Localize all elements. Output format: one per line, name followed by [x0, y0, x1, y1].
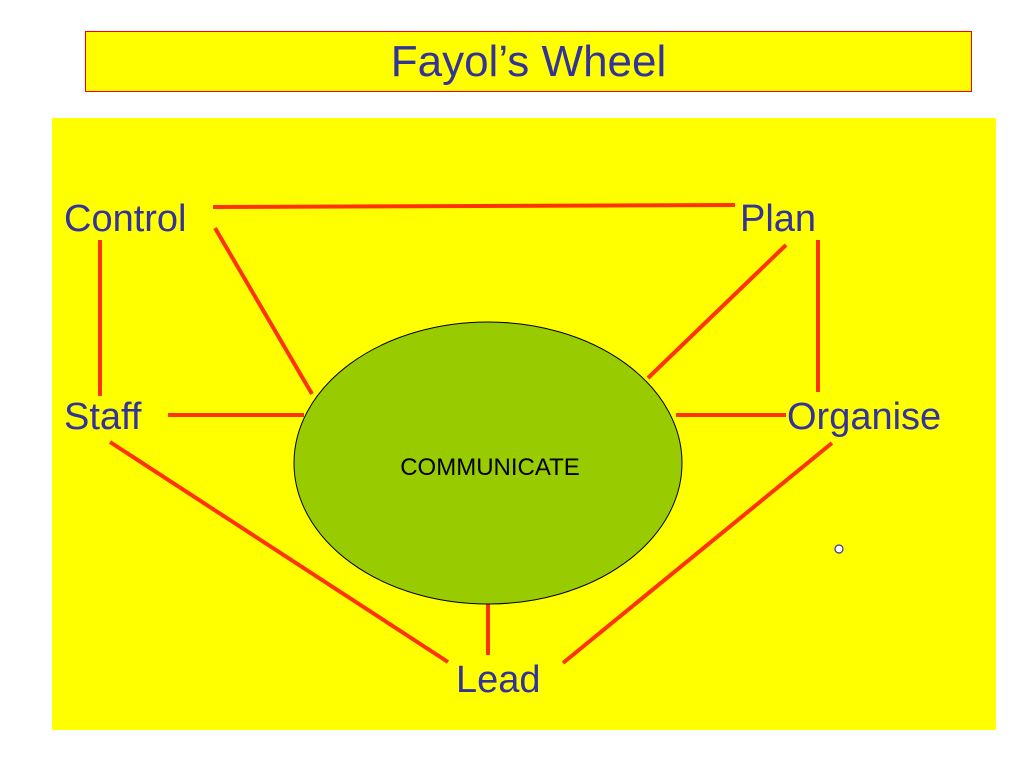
- node-staff: Staff: [64, 396, 142, 438]
- node-lead: Lead: [456, 659, 541, 701]
- connector-organise-lead: [561, 441, 834, 665]
- connector-staff-lead: [108, 440, 450, 664]
- connector-plan-communicate: [646, 243, 788, 380]
- title-box: Fayol’s Wheel: [85, 31, 972, 92]
- communicate-ellipse: [293, 321, 683, 605]
- bullet-circle-icon: [834, 544, 844, 554]
- node-organise: Organise: [787, 396, 941, 438]
- node-plan: Plan: [740, 198, 816, 240]
- node-control: Control: [64, 198, 187, 240]
- communicate-label: COMMUNICATE: [400, 454, 580, 481]
- connector-control-plan: [212, 203, 736, 209]
- connector-control-communicate: [213, 226, 314, 396]
- slide-title: Fayol’s Wheel: [390, 36, 667, 86]
